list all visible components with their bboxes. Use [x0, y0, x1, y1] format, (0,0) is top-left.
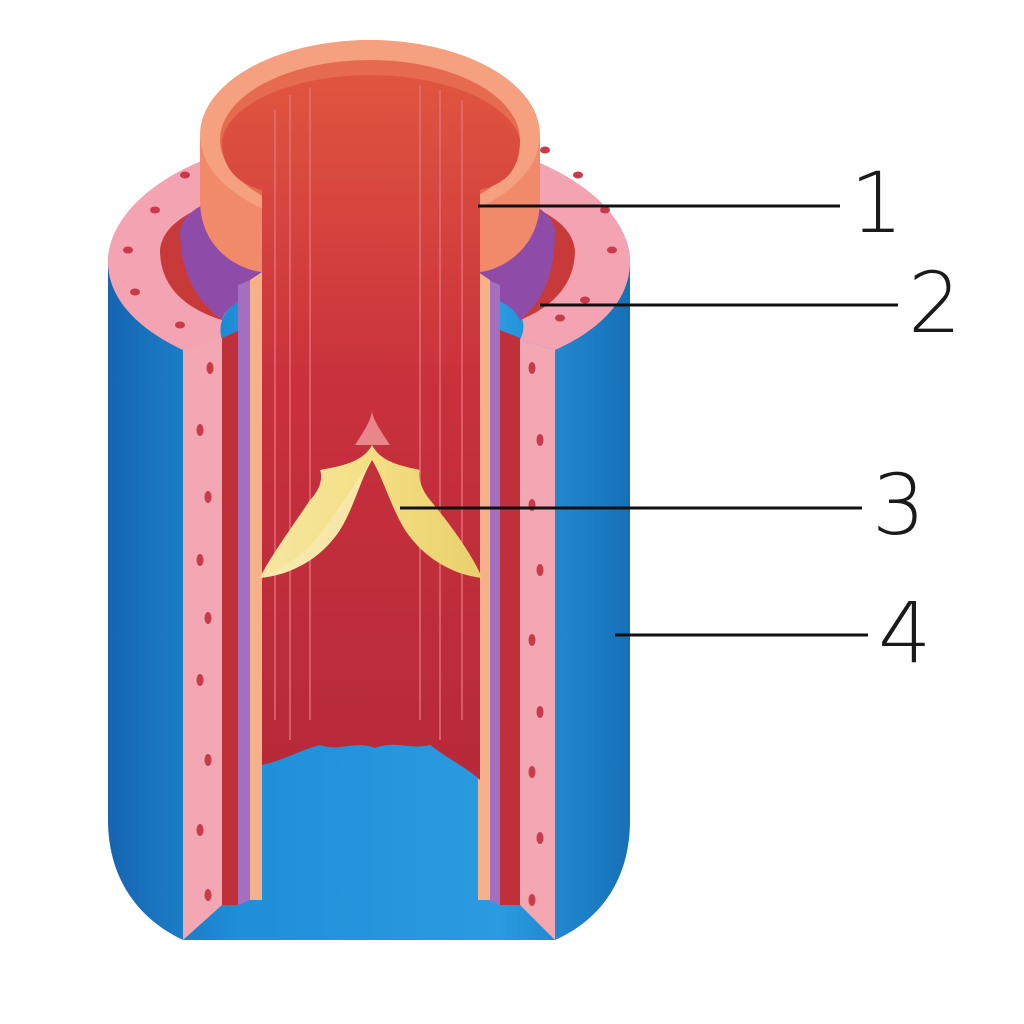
label-3: 3	[872, 456, 925, 554]
callout-labels: 1 2 3 4	[850, 154, 961, 682]
callout-lines	[400, 204, 898, 637]
connective-dots	[123, 146, 617, 906]
label-4: 4	[878, 584, 931, 682]
label-2: 2	[908, 254, 961, 352]
valve	[260, 410, 482, 578]
label-1: 1	[850, 154, 903, 252]
